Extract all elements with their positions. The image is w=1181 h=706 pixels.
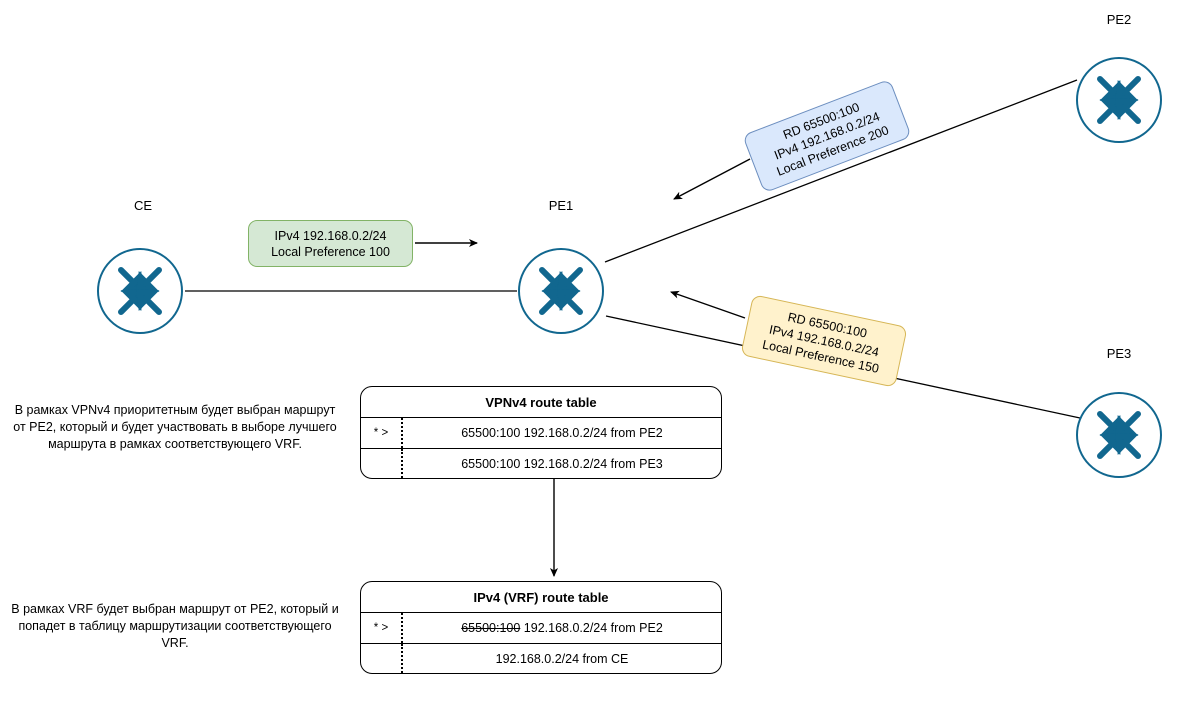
row-best-marker: [361, 644, 403, 673]
note-vrf: В рамках VRF будет выбран маршрут от PE2…: [11, 602, 339, 650]
router-icon: [118, 267, 162, 315]
callout-ce-advert[interactable]: IPv4 192.168.0.2/24 Local Preference 100: [248, 220, 413, 267]
callout-ce-advert-line1: IPv4 192.168.0.2/24: [274, 228, 387, 243]
row-route-text: 65500:100 192.168.0.2/24 from PE3: [461, 456, 663, 471]
row-route-label: 192.168.0.2/24 from PE2: [523, 621, 663, 635]
row-route-text: 65500:100 192.168.0.2/24 from PE2: [461, 426, 663, 440]
row-best-marker: [361, 449, 403, 478]
node-label-pe2: PE2: [1106, 12, 1132, 27]
node-ce[interactable]: [97, 248, 183, 334]
node-pe3[interactable]: [1076, 392, 1162, 478]
router-icon: [1097, 76, 1141, 124]
callout-ce-advert-line2: Local Preference 100: [271, 244, 390, 259]
vpnv4-route-table-title: VPNv4 route table: [361, 387, 721, 418]
callout-pe2-advert[interactable]: RD 65500:100 IPv4 192.168.0.2/24 Local P…: [742, 78, 912, 194]
callout-pe3-advert[interactable]: RD 65500:100 IPv4 192.168.0.2/24 Local P…: [740, 294, 908, 388]
router-icon: [539, 267, 583, 315]
row-stripped-rd: 65500:100: [461, 621, 521, 635]
row-route-text: 192.168.0.2/24 from CE: [495, 651, 629, 666]
node-label-pe3: PE3: [1106, 346, 1132, 361]
node-label-ce: CE: [133, 198, 153, 213]
row-best-marker: * >: [361, 613, 403, 643]
table-row[interactable]: 192.168.0.2/24 from CE: [361, 643, 721, 673]
table-row[interactable]: 65500:100 192.168.0.2/24 from PE3: [361, 448, 721, 478]
vrf-route-table-title: IPv4 (VRF) route table: [361, 582, 721, 613]
node-label-pe1: PE1: [548, 198, 574, 213]
table-row[interactable]: * > 65500:100 192.168.0.2/24 from PE2: [361, 418, 721, 448]
arrow-pe3-advert: [670, 290, 746, 319]
vpnv4-route-table: VPNv4 route table * > 65500:100 192.168.…: [360, 386, 722, 479]
node-pe1[interactable]: [518, 248, 604, 334]
table-row[interactable]: * > 65500:100 192.168.0.2/24 from PE2: [361, 613, 721, 643]
node-pe2[interactable]: [1076, 57, 1162, 143]
row-route-text: 65500:100 192.168.0.2/24 from PE2: [403, 613, 721, 643]
arrow-pe2-advert: [673, 158, 751, 200]
router-icon: [1097, 411, 1141, 459]
vrf-route-table: IPv4 (VRF) route table * > 65500:100 192…: [360, 581, 722, 674]
row-best-marker: * >: [361, 418, 403, 448]
note-vpnv4: В рамках VPNv4 приоритетным будет выбран…: [13, 403, 337, 451]
